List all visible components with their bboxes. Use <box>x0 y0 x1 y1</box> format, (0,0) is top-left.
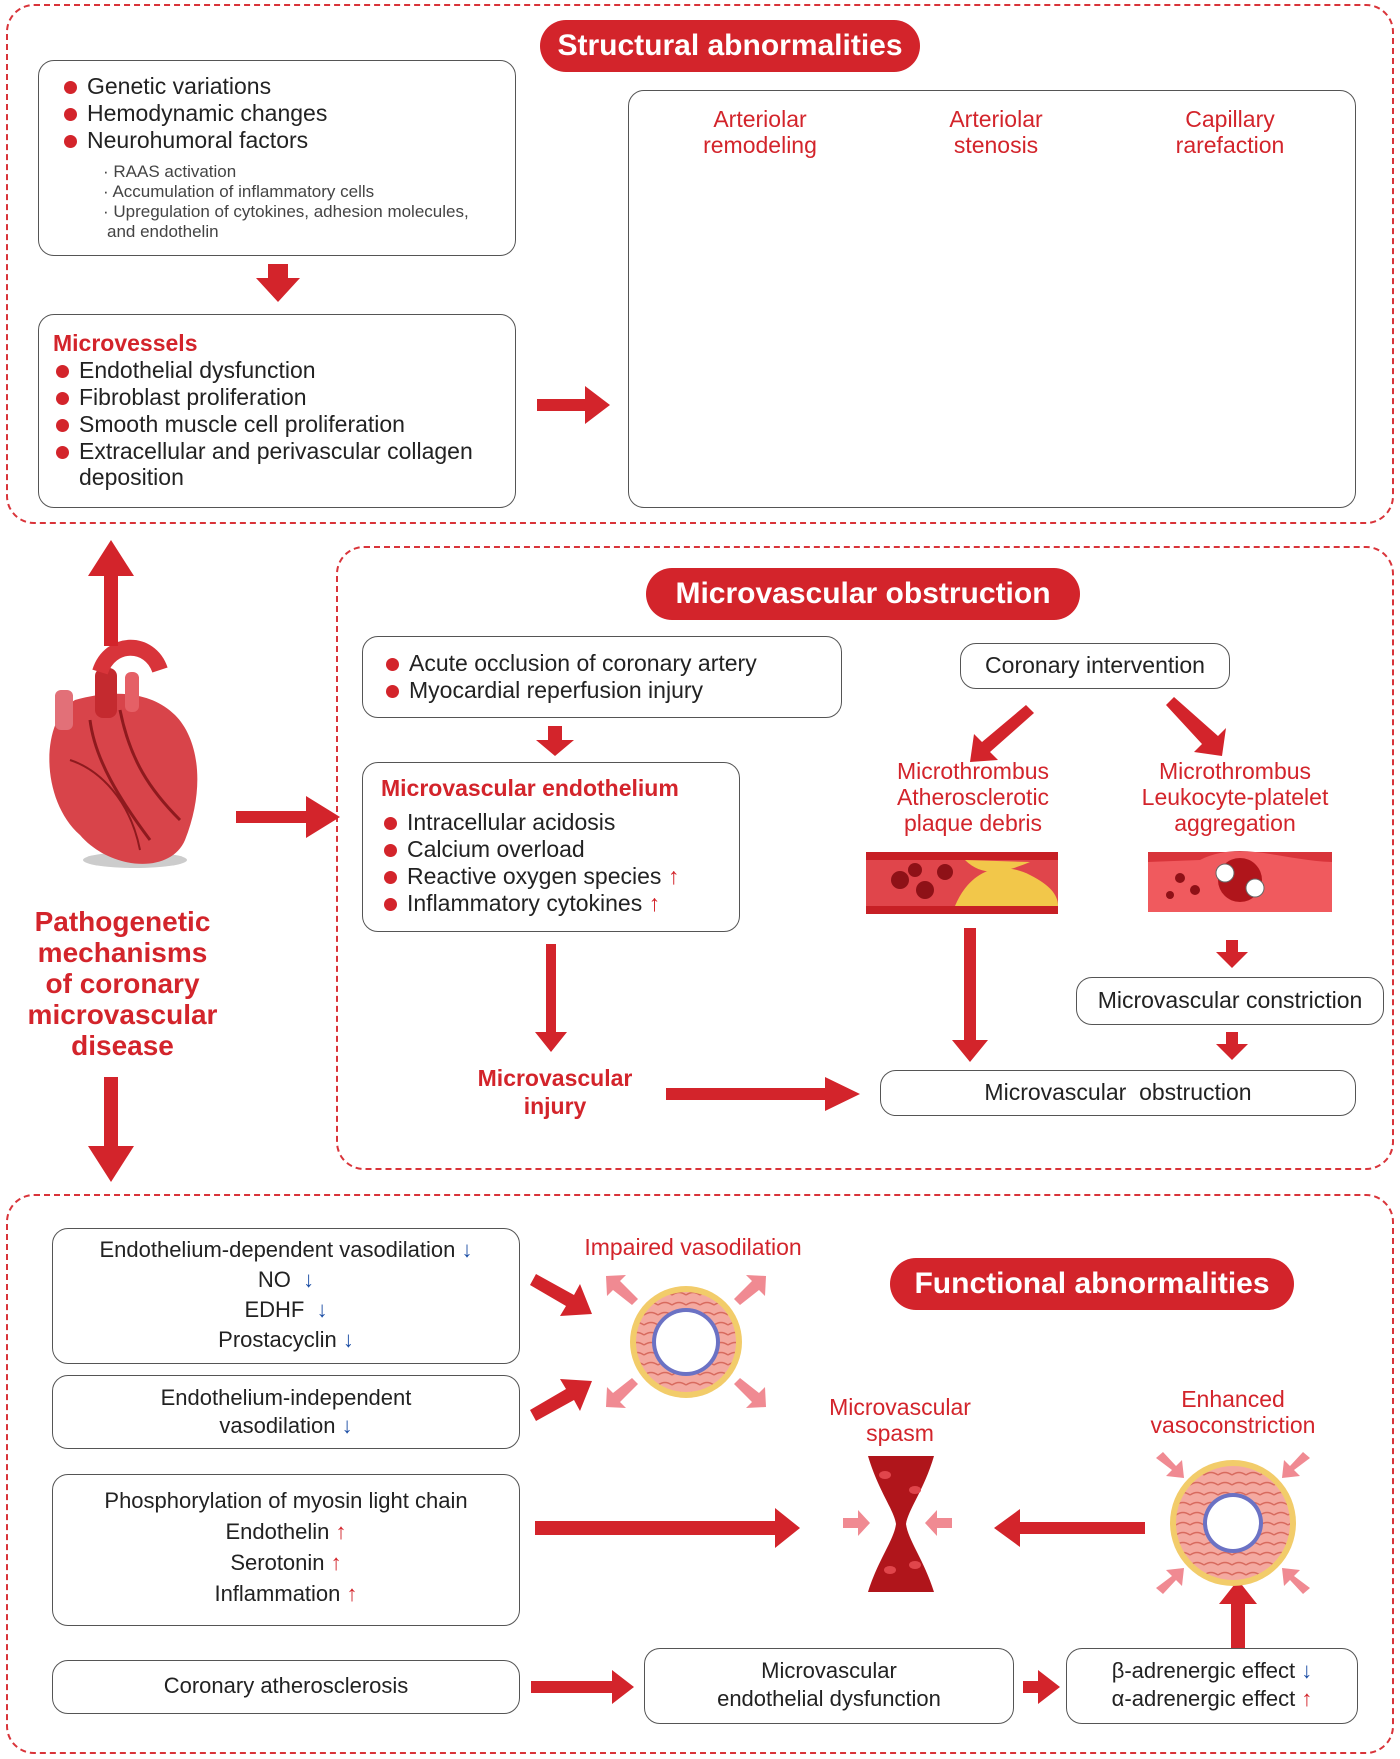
coronary-atherosclerosis-box: Coronary atherosclerosis <box>52 1660 520 1714</box>
increase-arrow-icon: ↑ <box>346 1581 358 1606</box>
increase-arrow-icon: ↑ <box>330 1550 342 1575</box>
stenosis-label: Arteriolar stenosis <box>949 106 1043 158</box>
microvascular-injury-label: Microvascular injury <box>477 1065 633 1119</box>
obstruction-section <box>336 546 1394 1170</box>
increase-arrow-icon: ↑ <box>335 1519 347 1544</box>
endothelium-title: Microvascular endothelium <box>381 775 679 801</box>
central-title: Pathogenetic mechanisms of coronary micr… <box>27 906 218 1061</box>
myosin-box: Phosphorylation of myosin light chain En… <box>52 1474 520 1626</box>
decrease-arrow-icon: ↓ <box>316 1297 328 1322</box>
decrease-arrow-icon: ↓ <box>341 1413 353 1438</box>
microvessel-item: Fibroblast proliferation <box>53 384 515 411</box>
decrease-arrow-icon: ↓ <box>303 1267 315 1292</box>
obstruction-cause: Myocardial reperfusion injury <box>383 677 841 704</box>
increase-arrow-icon: ↑ <box>667 863 680 889</box>
microvessel-item: Smooth muscle cell proliferation <box>53 411 515 438</box>
endothelium-item: Intracellular acidosis <box>381 809 739 836</box>
enhanced-vasoconstriction-label: Enhanced vasoconstriction <box>1150 1386 1316 1438</box>
functional-arrows <box>530 1274 1257 1704</box>
decrease-arrow-icon: ↓ <box>461 1237 473 1262</box>
constriction-box: Microvascular constriction <box>1076 977 1384 1025</box>
sub-cause: · Accumulation of inflammatory cells <box>103 182 375 201</box>
microvessel-item-cont: deposition <box>79 464 184 490</box>
leukocyte-platelet-vessel <box>1148 851 1332 912</box>
atherosclerotic-vessel <box>866 852 1058 914</box>
endothelium-item: Calcium overload <box>381 836 739 863</box>
microvessel-item: Endothelial dysfunction <box>53 357 515 384</box>
obstruction-cause: Acute occlusion of coronary artery <box>383 650 841 677</box>
structural-section <box>6 4 1394 524</box>
coronary-intervention-box: Coronary intervention <box>960 643 1230 689</box>
obstruction-causes-box: Acute occlusion of coronary artery Myoca… <box>362 636 842 718</box>
endothelium-item: Inflammatory cytokines ↑ <box>381 890 739 917</box>
endothelial-dysfunction-box: Microvascular endothelial dysfunction <box>644 1648 1014 1724</box>
structural-types-box <box>628 90 1356 508</box>
sub-cause: · RAAS activation <box>103 162 237 181</box>
endothelium-item: Reactive oxygen species ↑ <box>381 863 739 890</box>
rarefaction-label: Capillary rarefaction <box>1175 106 1285 158</box>
increase-arrow-icon: ↑ <box>648 890 661 916</box>
heart-icon <box>49 639 198 868</box>
spasm-vessel <box>868 1456 934 1592</box>
obstruction-title: Microvascular obstruction <box>646 568 1080 620</box>
microvessels-title: Microvessels <box>53 330 198 356</box>
sub-cause: and endothelin <box>107 222 219 241</box>
dependent-vasodilation-box: Endothelium-dependent vasodilation ↓ NO … <box>52 1228 520 1364</box>
causes-box: Genetic variations Hemodynamic changes N… <box>38 60 516 256</box>
obstruction-arrows <box>535 697 1248 1111</box>
big-red-arrows <box>88 264 340 1182</box>
sub-cause: · Upregulation of cytokines, adhesion mo… <box>103 202 469 221</box>
remodeling-label: Arteriolar remodeling <box>703 106 817 158</box>
obstruction-result-box: Microvascular obstruction <box>880 1070 1356 1116</box>
adrenergic-box: β-adrenergic effect ↓ α-adrenergic effec… <box>1066 1648 1358 1724</box>
functional-section <box>6 1194 1394 1754</box>
structural-title: Structural abnormalities <box>540 20 920 72</box>
decrease-arrow-icon: ↓ <box>1301 1658 1313 1683</box>
left-branch-label: Microthrombus Atherosclerotic plaque deb… <box>896 758 1050 836</box>
pink-small-arrows <box>606 1275 1310 1594</box>
microvessels-box: Microvessels Endothelial dysfunction Fib… <box>38 314 516 508</box>
constricted-vessel <box>1170 1460 1296 1586</box>
endothelium-box: Microvascular endothelium Intracellular … <box>362 762 740 932</box>
spasm-label: Microvascular spasm <box>829 1394 971 1446</box>
microvessel-item: Extracellular and perivascular collagen <box>53 438 515 465</box>
cause-item: Neurohumoral factors <box>61 127 515 154</box>
cause-item: Genetic variations <box>61 73 515 100</box>
functional-title: Functional abnormalities <box>890 1258 1294 1310</box>
right-branch-label: Microthrombus Leukocyte-platelet aggrega… <box>1141 758 1329 836</box>
independent-vasodilation-box: Endothelium-independent vasodilation ↓ <box>52 1375 520 1449</box>
decrease-arrow-icon: ↓ <box>342 1327 354 1352</box>
increase-arrow-icon: ↑ <box>1301 1686 1313 1711</box>
impaired-vessel <box>630 1286 742 1398</box>
impaired-vasodilation-label: Impaired vasodilation <box>584 1234 802 1260</box>
cause-item: Hemodynamic changes <box>61 100 515 127</box>
